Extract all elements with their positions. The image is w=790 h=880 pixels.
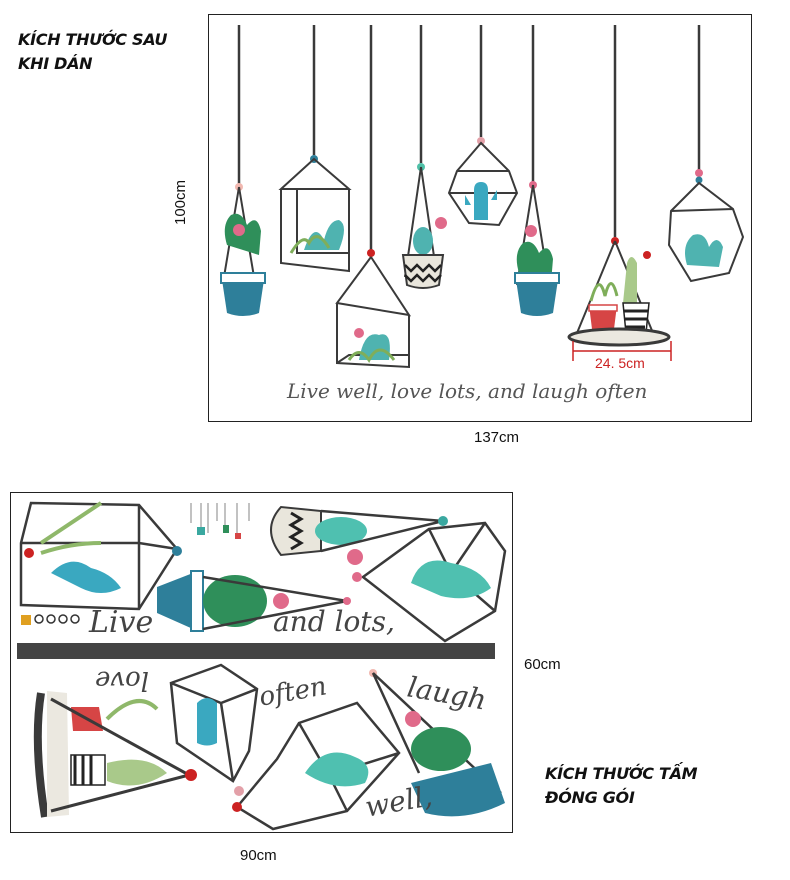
quote-text: Live well, love lots, and laugh often bbox=[287, 379, 648, 403]
pot-width-measure bbox=[572, 341, 672, 361]
sticker-hex-terrarium bbox=[169, 663, 259, 796]
planter-blue-pot-2 bbox=[514, 181, 560, 316]
sticker-tray-sideways bbox=[33, 691, 197, 818]
mini-preview-thumbnail bbox=[190, 503, 250, 539]
planter-blue-pot-1 bbox=[220, 183, 266, 316]
bottom-heading-line2: ĐÓNG GÓI bbox=[545, 788, 635, 807]
top-heading: KÍCH THƯỚC SAU KHI DÁN bbox=[18, 28, 168, 76]
top-heading-line2: KHI DÁN bbox=[18, 54, 93, 73]
certification-logos bbox=[21, 614, 80, 625]
planter-tray-two-pots bbox=[567, 237, 671, 347]
planter-terrarium-box bbox=[278, 155, 352, 273]
sticker-word-live: Live bbox=[89, 605, 154, 640]
sheet-divider-bar bbox=[17, 643, 495, 659]
top-height-label: 100cm bbox=[172, 179, 189, 225]
planter-house-terrarium bbox=[335, 249, 412, 369]
sticker-sheet-illustration bbox=[17, 501, 507, 831]
bottom-width-label: 90cm bbox=[240, 847, 277, 864]
planter-gem-terrarium-right bbox=[667, 169, 745, 283]
sticker-zigzag-pot-sideways bbox=[270, 505, 448, 565]
sticker-blue-pot-tilted bbox=[369, 669, 505, 817]
sticker-word-and-lots: and lots, bbox=[273, 605, 395, 638]
planter-zigzag-pot bbox=[401, 163, 447, 289]
installed-preview-frame: 24. 5cm Live well, love lots, and laugh … bbox=[208, 14, 752, 422]
bottom-height-label: 60cm bbox=[524, 656, 561, 673]
bottom-heading: KÍCH THƯỚC TẤM ĐÓNG GÓI bbox=[545, 762, 698, 810]
top-heading-line1: KÍCH THƯỚC SAU bbox=[18, 30, 168, 49]
pot-width-label: 24. 5cm bbox=[595, 355, 645, 371]
sticker-terrarium-sideways bbox=[19, 501, 182, 611]
sticker-word-love: love bbox=[95, 665, 150, 695]
sticker-blue-pot-sideways bbox=[157, 570, 351, 632]
top-width-label: 137cm bbox=[474, 429, 520, 446]
bottom-heading-line1: KÍCH THƯỚC TẤM bbox=[545, 764, 698, 783]
sticker-gem-terrarium-sideways bbox=[352, 521, 507, 643]
hanging-planters-illustration bbox=[220, 25, 745, 369]
sticker-house-terrarium-sideways bbox=[232, 701, 401, 831]
planter-gem-terrarium bbox=[447, 137, 519, 227]
package-sheet-frame: Live and lots, love often laugh well, bbox=[10, 492, 513, 833]
